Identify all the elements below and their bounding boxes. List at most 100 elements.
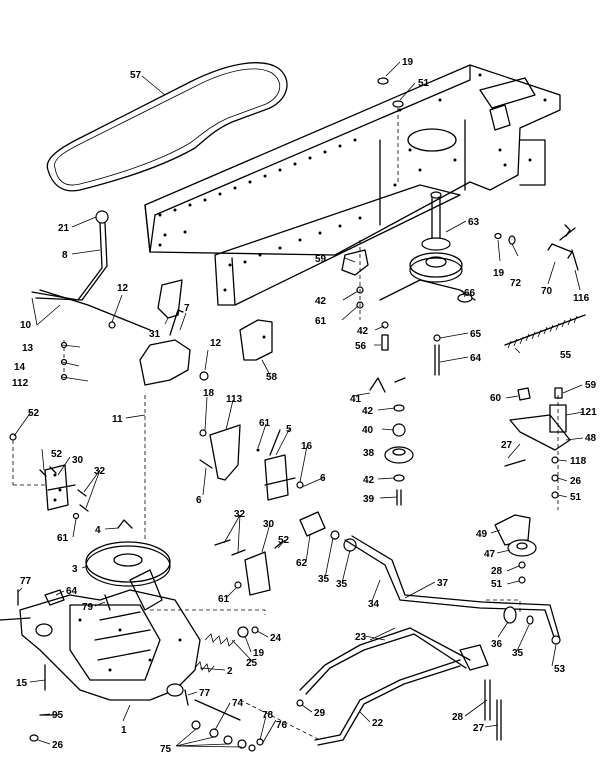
callout-35: 35: [336, 579, 348, 590]
callout-5: 5: [286, 424, 292, 435]
callout-49: 49: [476, 529, 488, 540]
rod-22: [296, 659, 461, 746]
clutch-lever: [31, 210, 151, 331]
callout-22: 22: [372, 718, 384, 729]
callout-18: 18: [203, 388, 215, 399]
callout-95: 95: [52, 710, 64, 721]
callout-21: 21: [58, 223, 70, 234]
callout-52: 52: [28, 408, 40, 419]
callout-52: 52: [51, 449, 63, 460]
callout-19: 19: [253, 648, 265, 659]
brake-plate-left: [9, 433, 89, 520]
washers-19-72: [494, 232, 516, 245]
bracket-49-pulley-47: [494, 514, 537, 584]
callout-32: 32: [94, 466, 106, 477]
idler-top: [377, 77, 476, 303]
right-pivot: [504, 387, 571, 510]
callout-60: 60: [490, 393, 502, 404]
chassis-frame: [144, 64, 561, 306]
callout-6: 6: [196, 495, 202, 506]
callout-42: 42: [315, 296, 327, 307]
callout-112: 112: [12, 378, 29, 389]
callout-48: 48: [585, 433, 597, 444]
callout-64: 64: [66, 586, 78, 597]
callout-12: 12: [117, 283, 129, 294]
callout-26: 26: [570, 476, 582, 487]
callout-113: 113: [226, 394, 243, 405]
callout-13: 13: [22, 343, 34, 354]
bracket-28-right: [459, 644, 502, 741]
callout-3: 3: [72, 564, 78, 575]
callout-56: 56: [355, 341, 367, 352]
bracket-113: [199, 424, 260, 481]
transaxle: [0, 569, 241, 721]
callout-23: 23: [355, 632, 367, 643]
callout-35: 35: [512, 648, 524, 659]
pulley-3: [85, 519, 171, 587]
callout-27: 27: [473, 723, 485, 734]
leader-lines: [13, 61, 584, 748]
callout-32: 32: [234, 509, 246, 520]
spring-2: [194, 661, 215, 673]
callout-27: 27: [501, 440, 513, 451]
callout-10: 10: [20, 320, 32, 331]
callout-36: 36: [491, 639, 503, 650]
callout-59: 59: [585, 380, 597, 391]
callout-30: 30: [263, 519, 275, 530]
bracket-31: [157, 279, 183, 319]
callout-75: 75: [160, 744, 172, 755]
transaxle-hardware: [17, 589, 189, 742]
callout-47: 47: [484, 549, 496, 560]
callout-58: 58: [266, 372, 278, 383]
callout-30: 30: [72, 455, 84, 466]
bolt-65-64: [433, 334, 441, 376]
spring-55: [504, 314, 586, 349]
callout-57: 57: [130, 70, 142, 81]
callout-42: 42: [363, 475, 375, 486]
callout-116: 116: [573, 293, 590, 304]
spring-bracket-70: [547, 224, 579, 271]
callout-61: 61: [315, 316, 327, 327]
callout-62: 62: [296, 558, 308, 569]
callout-2: 2: [227, 666, 233, 677]
callout-12: 12: [210, 338, 222, 349]
callout-79: 79: [82, 602, 94, 613]
callout-74: 74: [232, 698, 244, 709]
callout-6: 6: [320, 473, 326, 484]
callout-66: 66: [464, 288, 476, 299]
spring-25: [204, 626, 259, 647]
callout-59: 59: [315, 254, 327, 265]
callout-55: 55: [560, 350, 572, 361]
callout-34: 34: [368, 599, 380, 610]
callout-63: 63: [468, 217, 480, 228]
callout-121: 121: [580, 407, 597, 418]
shift-rod-34: [344, 535, 561, 645]
bracket-5: [264, 429, 304, 501]
callout-38: 38: [363, 448, 375, 459]
callout-42: 42: [357, 326, 369, 337]
callout-64: 64: [470, 353, 482, 364]
callout-15: 15: [16, 678, 28, 689]
washers-36-35: [486, 599, 534, 625]
callout-76: 76: [276, 720, 288, 731]
callout-40: 40: [362, 425, 374, 436]
callout-28: 28: [491, 566, 503, 577]
callout-1: 1: [121, 725, 127, 736]
callout-41: 41: [350, 394, 362, 405]
callout-31: 31: [149, 329, 161, 340]
bracket-58: [239, 319, 273, 361]
callout-37: 37: [437, 578, 449, 589]
callout-19: 19: [402, 57, 414, 68]
lever-7: [139, 309, 209, 386]
bracket-30-mid: [214, 539, 283, 596]
callout-77: 77: [199, 688, 211, 699]
callout-61: 61: [218, 594, 230, 605]
callout-14: 14: [14, 362, 26, 373]
callout-42: 42: [362, 406, 374, 417]
callout-118: 118: [570, 456, 587, 467]
callout-72: 72: [510, 278, 522, 289]
callout-7: 7: [184, 303, 190, 314]
hardware-group-75: [150, 609, 321, 752]
callout-11: 11: [112, 414, 123, 425]
